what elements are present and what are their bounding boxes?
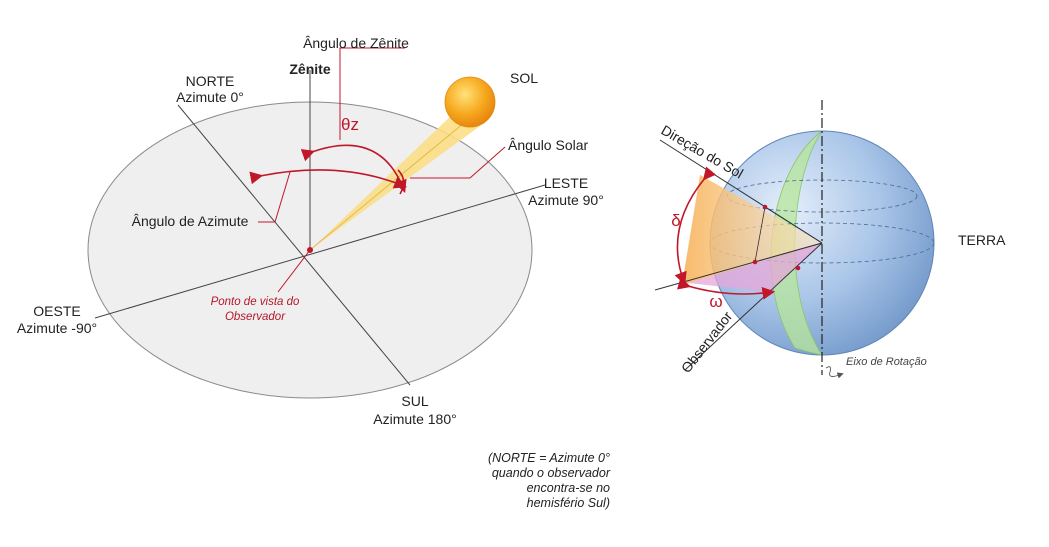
sun-label: SOL — [510, 70, 538, 86]
east-label: LESTE — [544, 175, 588, 191]
zenith-label: Zênite — [289, 61, 330, 77]
note-line1: (NORTE = Azimute 0° — [488, 451, 610, 465]
observer-point-leader — [277, 249, 311, 293]
north-label: NORTE — [186, 73, 235, 89]
west-azimuth: Azimute -90° — [17, 320, 97, 336]
sun-icon — [444, 76, 496, 128]
south-label: SUL — [401, 393, 428, 409]
inner-line-2 — [754, 242, 823, 263]
azimuth-angle-leader — [258, 171, 291, 223]
rotation-axis-label: Eixo de Rotação — [846, 356, 927, 368]
equator-point — [752, 259, 758, 265]
observer-point-label-line1: Ponto de vista do — [211, 296, 300, 308]
zenith-angle-label: Ângulo de Zênite — [303, 35, 409, 51]
sun-point — [762, 204, 768, 210]
meridian-band — [770, 130, 823, 356]
horizon-diagram — [87, 47, 546, 399]
inner-line-1 — [764, 206, 823, 244]
note-line2: quando o observador — [492, 466, 611, 480]
azimuth-angle-label: Ângulo de Azimute — [132, 213, 249, 229]
observer-meridian-point — [795, 265, 801, 271]
azimuth-angle-arc — [249, 169, 407, 189]
solar-angle-label: Ângulo Solar — [508, 137, 589, 153]
delta-symbol: δ — [671, 211, 680, 230]
hour-angle-arc — [677, 277, 776, 300]
earth-label: TERRA — [958, 232, 1006, 248]
north-south-axis — [177, 104, 411, 386]
zenith-angle-leader — [339, 47, 405, 140]
north-azimuth: Azimute 0° — [176, 89, 244, 105]
observer-line — [684, 242, 823, 371]
sun-direction-label: Direção do Sol — [659, 122, 747, 182]
solar-angle-arc — [397, 169, 405, 195]
hemisphere-note: (NORTE = Azimute 0° quando o observador … — [488, 451, 611, 510]
note-line4: hemisfério Sul) — [527, 496, 610, 510]
west-label: OESTE — [33, 303, 80, 319]
observer-point-label-line2: Observador — [225, 311, 286, 323]
omega-symbol: ω — [709, 292, 722, 311]
note-line3: encontra-se no — [527, 481, 610, 495]
west-east-axis — [94, 184, 546, 319]
east-azimuth: Azimute 90° — [528, 192, 604, 208]
declination-arc — [674, 166, 717, 286]
south-azimuth: Azimute 180° — [373, 411, 456, 427]
declination-wedge — [682, 175, 822, 285]
observer-label: Observador — [678, 308, 736, 376]
solar-angle-leader — [410, 146, 506, 179]
rotation-axis-pointer — [825, 366, 844, 379]
theta-z-symbol: θz — [341, 115, 359, 134]
earth-diagram — [654, 100, 935, 379]
inner-line-3 — [754, 206, 766, 263]
